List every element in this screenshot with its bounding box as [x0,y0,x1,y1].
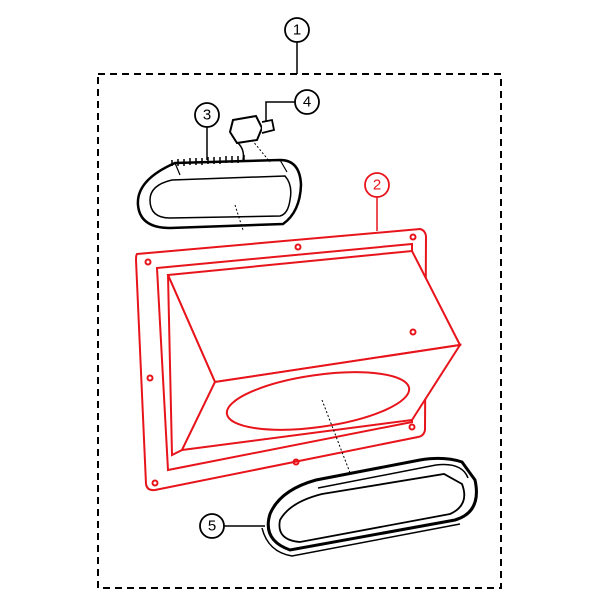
callout-5-label: 5 [208,518,216,535]
callout-3-label: 3 [203,107,211,124]
callout-4-label: 4 [303,94,311,111]
callout-2: 2 [364,172,390,231]
lens-gasket [261,456,478,557]
assembly-axis [321,399,353,479]
assembly-boundary [97,73,502,589]
callout-3: 3 [194,102,220,160]
bulb-socket-connector [228,114,276,163]
callout-1: 1 [284,17,310,74]
callout-2-label: 2 [373,177,381,194]
callout-4: 4 [265,89,320,122]
callout-1-label: 1 [293,22,301,39]
vent-housing [134,227,463,492]
callout-5: 5 [199,513,265,539]
lamp-unit [136,155,303,231]
